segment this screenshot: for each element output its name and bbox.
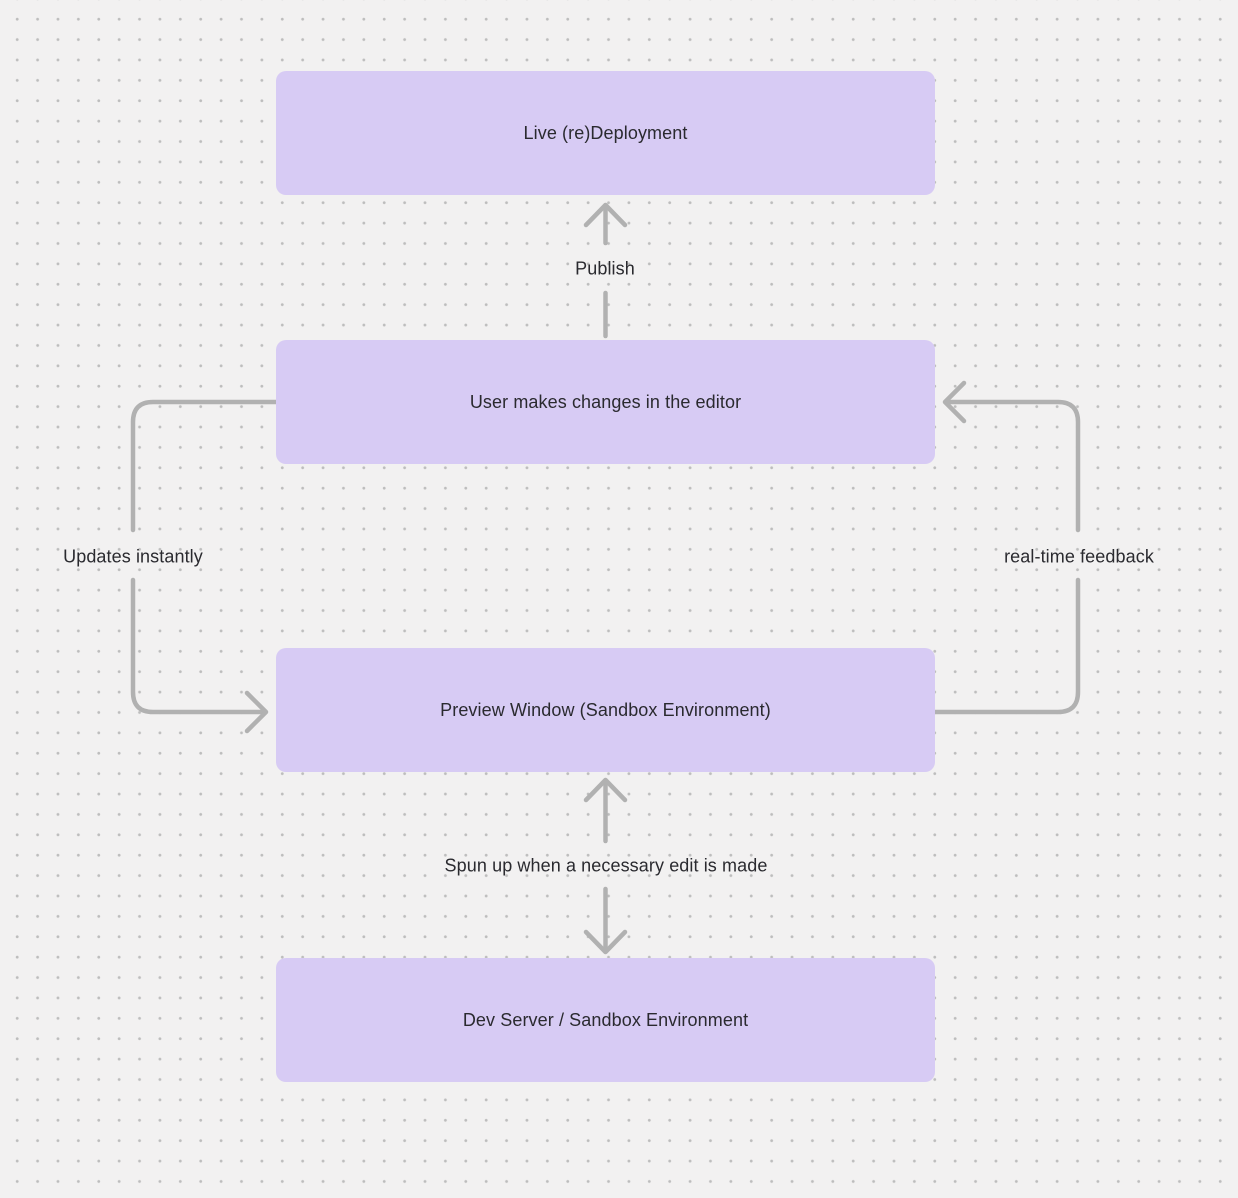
- edge-label-real-time-feedback[interactable]: real-time feedback: [1004, 546, 1154, 567]
- edge-label-spun-up[interactable]: Spun up when a necessary edit is made: [444, 855, 768, 876]
- node-dev-server[interactable]: Dev Server / Sandbox Environment: [276, 958, 935, 1082]
- connector-updates-instantly[interactable]: [130, 399, 279, 734]
- node-label: Preview Window (Sandbox Environment): [440, 699, 771, 720]
- arrowhead-left-icon: [942, 380, 967, 424]
- arrowhead-up-icon: [583, 202, 628, 228]
- arrowhead-right-icon: [244, 690, 269, 734]
- node-label: Live (re)Deployment: [523, 122, 688, 143]
- connector-spun-up[interactable]: [583, 777, 628, 955]
- connector-publish[interactable]: [583, 202, 628, 339]
- arrowhead-up-icon: [583, 777, 628, 803]
- edge-label-publish[interactable]: Publish: [575, 258, 635, 279]
- node-live-redeployment[interactable]: Live (re)Deployment: [276, 71, 935, 195]
- node-preview-window[interactable]: Preview Window (Sandbox Environment): [276, 648, 935, 772]
- arrowhead-down-icon: [583, 929, 628, 955]
- node-user-makes-changes[interactable]: User makes changes in the editor: [276, 340, 935, 464]
- edge-label-updates-instantly[interactable]: Updates instantly: [63, 546, 203, 567]
- connector-real-time-feedback[interactable]: [932, 380, 1081, 715]
- node-label: Dev Server / Sandbox Environment: [462, 1009, 749, 1030]
- node-label: User makes changes in the editor: [469, 391, 742, 412]
